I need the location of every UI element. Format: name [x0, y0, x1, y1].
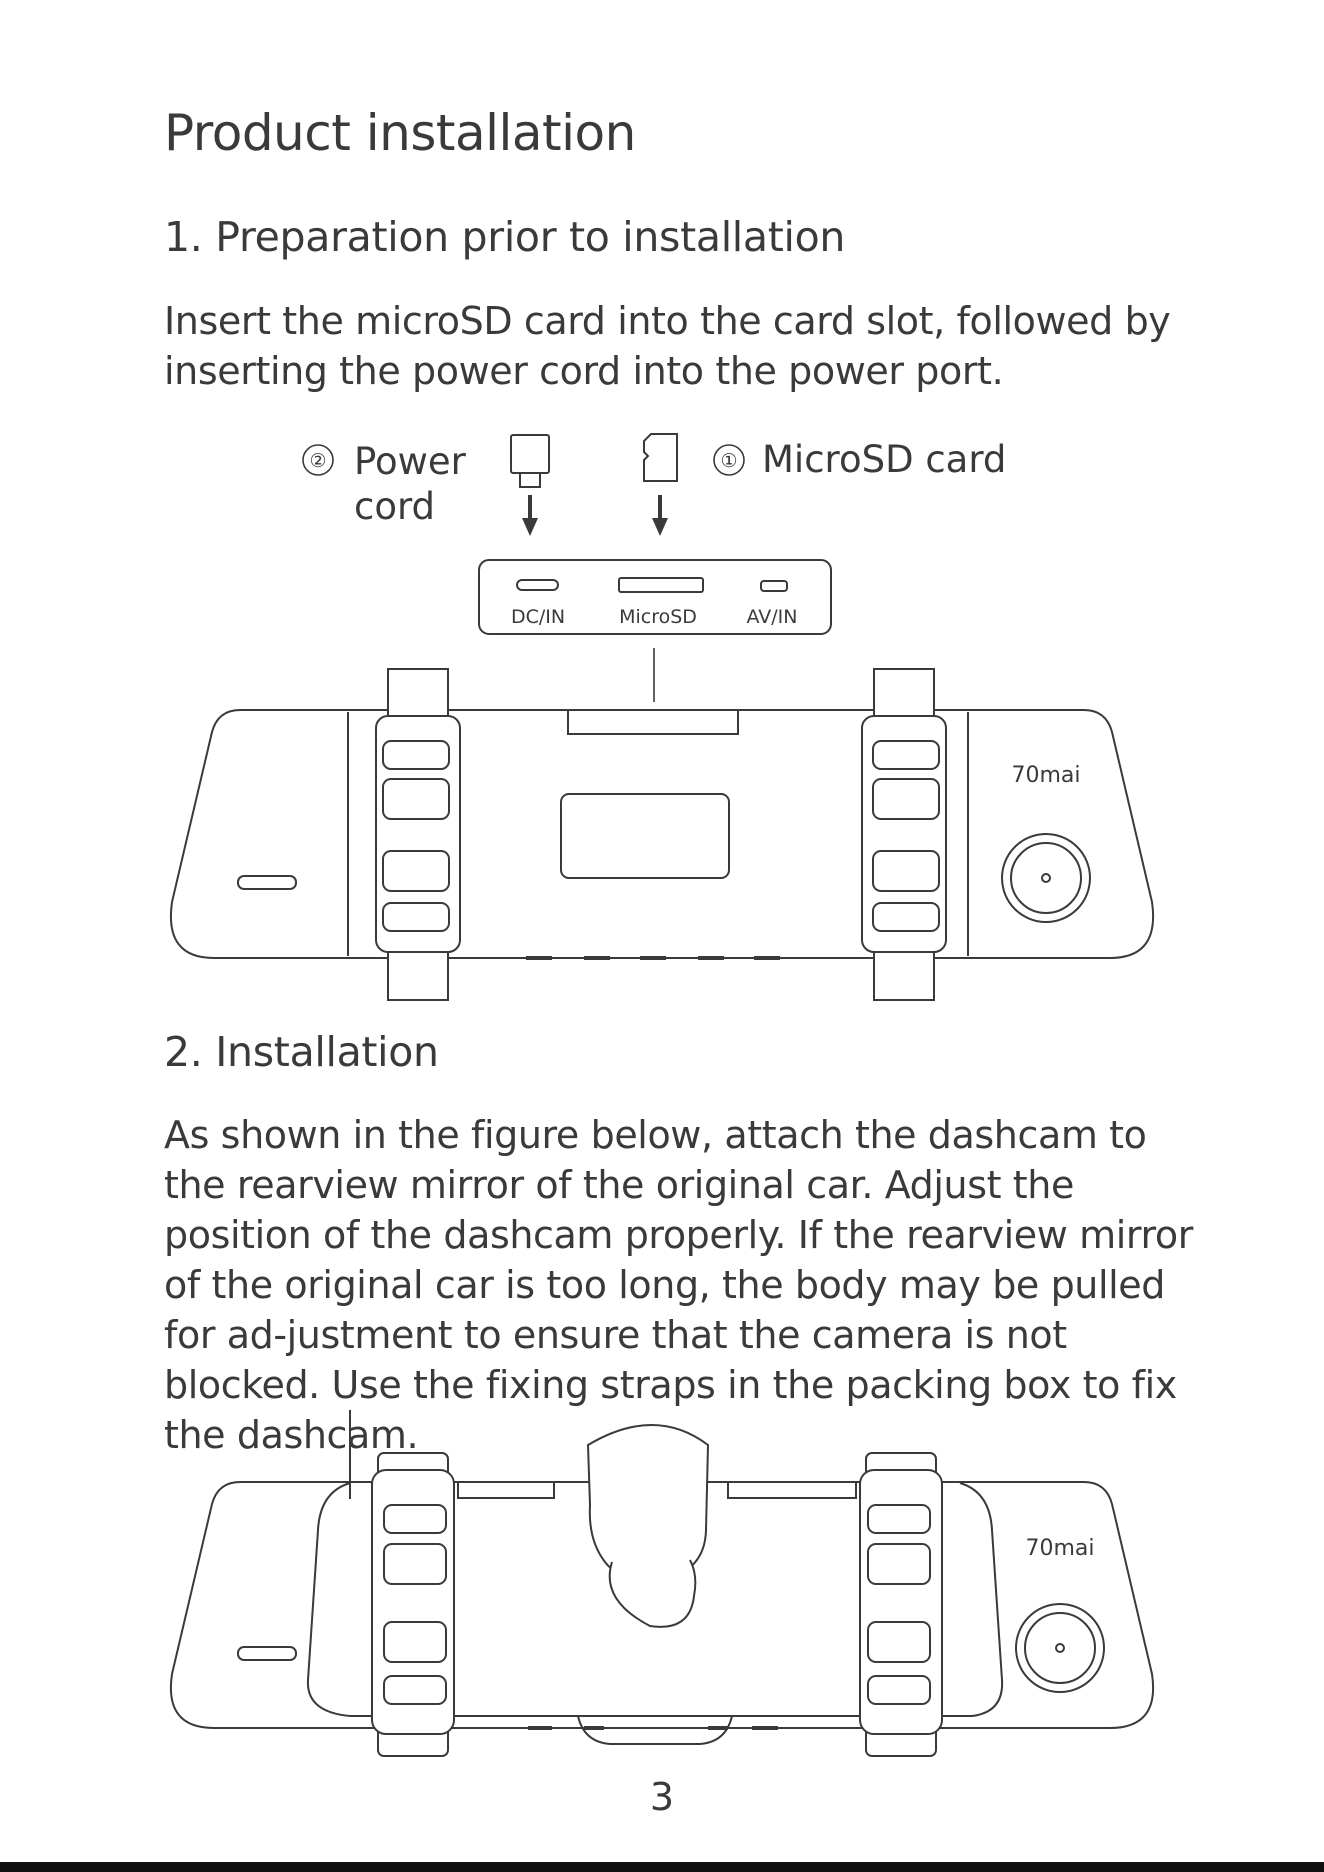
mirror-button-slot	[237, 1646, 297, 1661]
camera-lens-icon	[1015, 1603, 1105, 1693]
power-callout-number: ②	[309, 450, 326, 472]
power-plug-icon	[510, 434, 550, 536]
preparation-paragraph: Insert the microSD card into the card sl…	[164, 299, 1171, 393]
brand-logo: 70mai	[1011, 763, 1080, 788]
port-panel: DC/IN MicroSD AV/IN	[478, 559, 832, 702]
microsd-label: MicroSD card	[762, 438, 1006, 481]
installation-paragraph: As shown in the figure below, attach the…	[164, 1113, 1193, 1457]
fixing-strap-left	[371, 1452, 455, 1757]
fixing-strap-right	[861, 668, 947, 1001]
page-number: 3	[649, 1775, 675, 1819]
port-label-avin: AV/IN	[747, 606, 798, 628]
power-label-line1: Power	[354, 440, 467, 483]
power-cord-callout: ② Power cord	[302, 440, 467, 528]
preparation-figure: ② Power cord ① MicroSD card	[169, 433, 1155, 1001]
page-bottom-edge	[0, 1862, 1324, 1872]
microsd-card-icon	[643, 433, 678, 536]
section-heading-installation: 2. Installation	[164, 1028, 439, 1076]
power-label-line2: cord	[354, 485, 435, 528]
original-mirror-mount	[586, 1424, 710, 1628]
fixing-strap-left	[375, 668, 461, 1001]
microsd-callout: ① MicroSD card	[713, 438, 1006, 481]
section-heading-preparation: 1. Preparation prior to installation	[164, 213, 846, 261]
camera-lens-icon	[1001, 833, 1091, 923]
microsd-callout-number: ①	[720, 450, 737, 472]
brand-logo: 70mai	[1025, 1536, 1094, 1561]
port-label-microsd: MicroSD	[619, 606, 697, 628]
dashcam-mirror-front: 70mai	[169, 709, 1155, 960]
page-title: Product installation	[164, 104, 636, 162]
installation-figure: 70mai	[169, 1410, 1155, 1757]
mirror-button-slot	[237, 875, 297, 890]
dashcam-mirror-installed: 70mai	[169, 1410, 1155, 1745]
port-label-dcin: DC/IN	[511, 606, 565, 628]
fixing-strap-right	[859, 1452, 943, 1757]
